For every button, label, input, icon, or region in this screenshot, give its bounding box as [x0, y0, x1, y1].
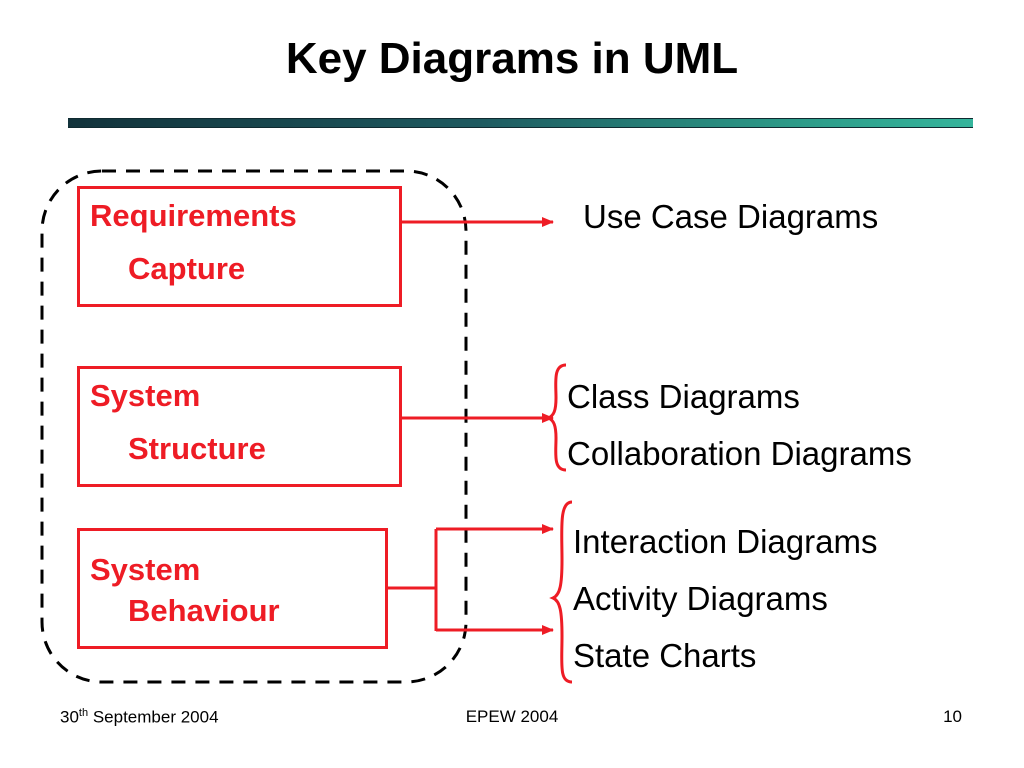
footer-date-suffix: th — [78, 707, 89, 719]
footer-date-day: 30 — [60, 707, 79, 727]
system-structure-box: System Structure — [77, 366, 402, 487]
dashed-group-outline — [40, 169, 468, 684]
activity-diagrams-label: Activity Diagrams — [573, 580, 828, 617]
requirements-capture-box: Requirements Capture — [77, 186, 402, 307]
system-behaviour-box: System Behaviour — [77, 528, 388, 649]
use-case-diagrams-label: Use Case Diagrams — [583, 198, 879, 235]
structure-line1: System — [90, 378, 201, 413]
class-diagrams-label: Class Diagrams — [567, 378, 800, 415]
footer-date: 30th September 2004 — [60, 707, 219, 728]
structure-line2: Structure — [128, 431, 266, 466]
collaboration-diagrams-label: Collaboration Diagrams — [567, 435, 912, 472]
brace-structure — [543, 363, 567, 472]
interaction-diagrams-label: Interaction Diagrams — [573, 523, 878, 560]
state-charts-label: State Charts — [573, 637, 757, 674]
slide-title: Key Diagrams in UML — [285, 34, 739, 83]
footer-event: EPEW 2004 — [465, 707, 559, 726]
title-rule — [68, 118, 973, 128]
requirements-line2: Capture — [128, 251, 246, 286]
footer-date-rest: September 2004 — [88, 707, 219, 727]
requirements-line1: Requirements — [90, 198, 297, 233]
behaviour-line1: System — [90, 552, 201, 587]
behaviour-line2: Behaviour — [128, 593, 280, 628]
footer-page-number: 10 — [943, 707, 962, 726]
brace-behaviour — [549, 500, 573, 684]
